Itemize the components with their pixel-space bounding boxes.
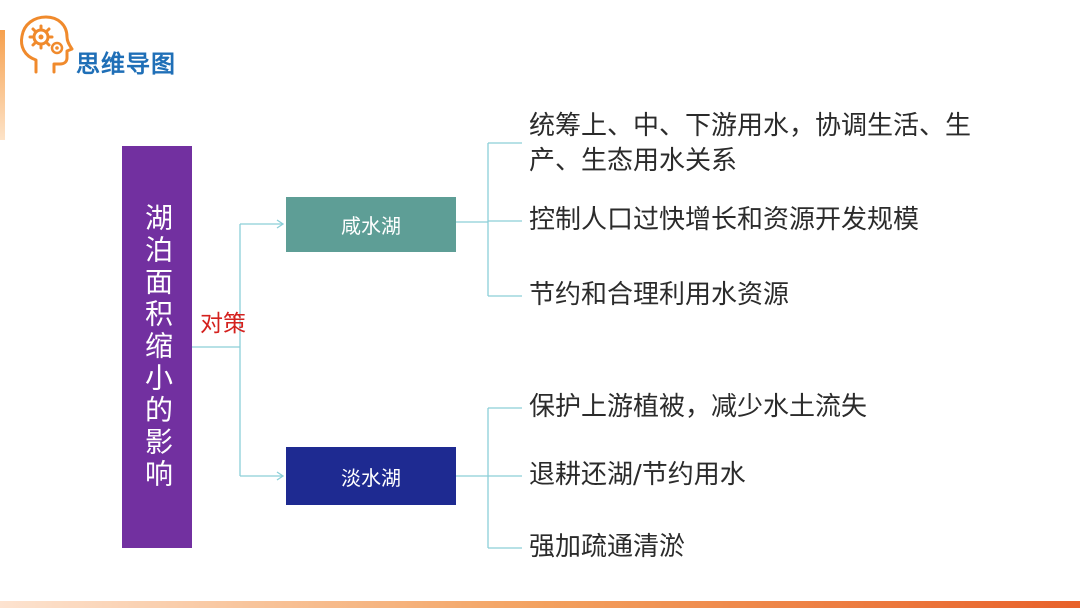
branch-freshwater-lake: 淡水湖 bbox=[286, 447, 456, 505]
head-gears-icon bbox=[14, 12, 76, 78]
measure-item: 保护上游植被，减少水土流失 bbox=[529, 392, 868, 422]
root-label: 湖泊面积缩小的影响 bbox=[141, 203, 174, 491]
left-accent-bar bbox=[0, 30, 5, 140]
relation-label: 对策 bbox=[200, 311, 246, 337]
branch-label: 咸水湖 bbox=[341, 214, 401, 238]
measure-item: 节约和合理利用水资源 bbox=[529, 280, 790, 310]
measure-item: 统筹上、中、下游用水，协调生活、生产、生态用水关系 bbox=[529, 111, 972, 176]
header-title: 思维导图 bbox=[76, 50, 176, 78]
measure-item: 控制人口过快增长和资源开发规模 bbox=[529, 205, 920, 235]
measure-item: 退耕还湖/节约用水 bbox=[529, 460, 746, 490]
branch-label: 淡水湖 bbox=[341, 465, 401, 490]
root-node: 湖泊面积缩小的影响 bbox=[122, 146, 192, 548]
bottom-accent-bar bbox=[0, 601, 1080, 608]
measure-item: 强加疏通清淤 bbox=[529, 532, 686, 562]
branch-saltwater-lake: 咸水湖 bbox=[286, 197, 456, 252]
